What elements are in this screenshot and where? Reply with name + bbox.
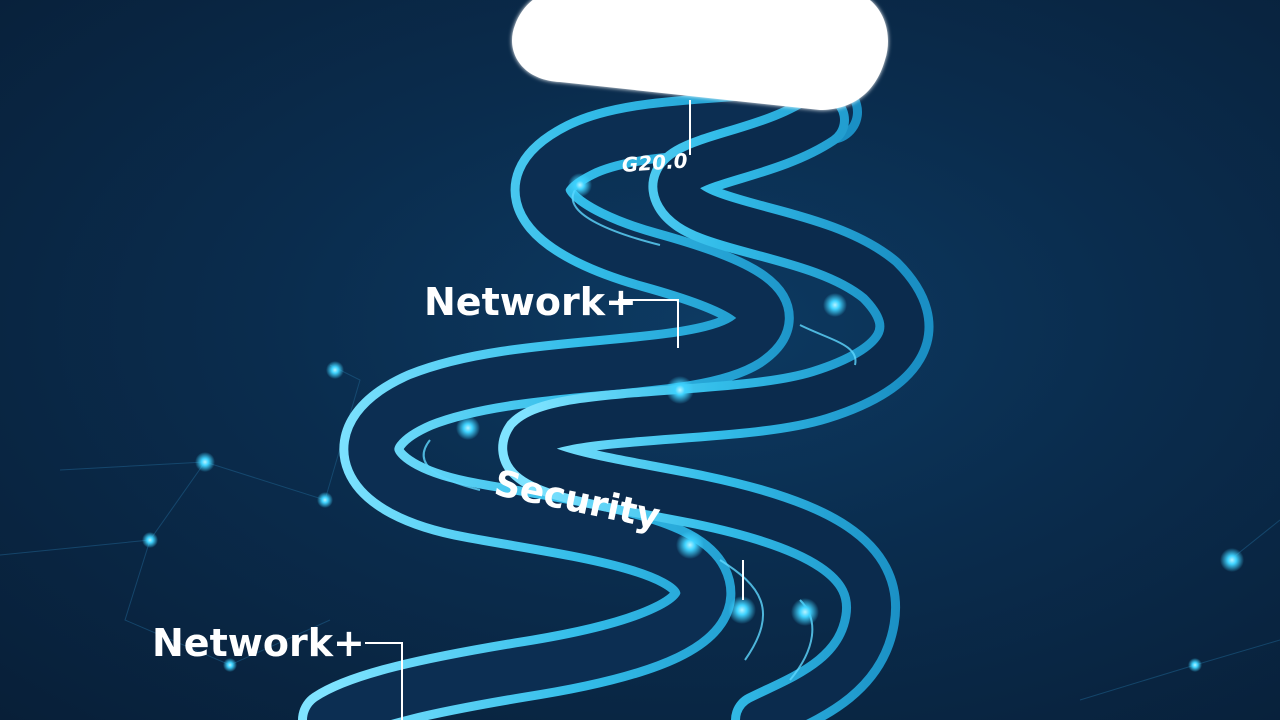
upper-network-label-group: Network+: [424, 280, 679, 348]
road-marker-text: G20.0: [621, 148, 688, 177]
network-node-icon: [791, 598, 819, 626]
background-nodes: [142, 361, 1244, 672]
network-node-icon: [456, 416, 480, 440]
road-glow-nodes: [456, 173, 847, 626]
winding-road: [298, 80, 934, 720]
network-node-icon: [568, 173, 592, 197]
upper-network-label: Network+: [424, 280, 637, 324]
network-node-icon: [728, 596, 756, 624]
lower-label-connector: [365, 642, 403, 720]
network-node-icon: [676, 531, 704, 559]
lower-network-label: Network+: [152, 621, 365, 665]
road-surface-right: [507, 100, 925, 720]
upper-label-connector: [618, 299, 679, 348]
road-surface: [307, 89, 853, 720]
network-node-icon: [823, 293, 847, 317]
background-network: [0, 364, 1280, 701]
lower-network-label-group: Network+: [152, 621, 403, 720]
network-node-icon: [666, 376, 694, 404]
